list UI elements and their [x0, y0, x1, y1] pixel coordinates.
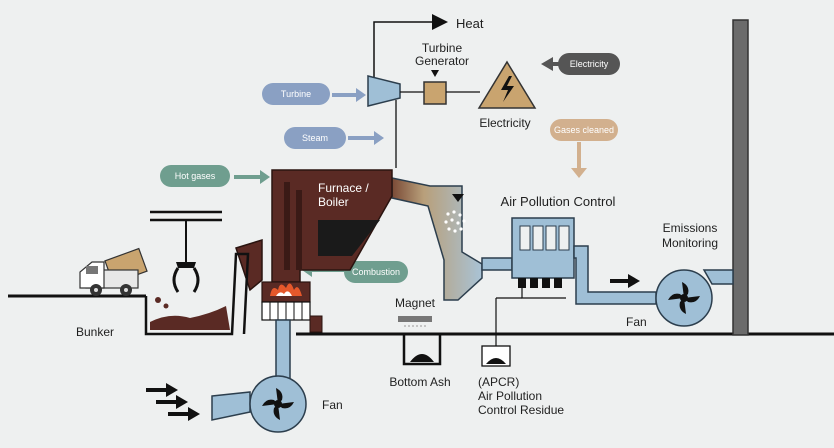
grate-flames	[261, 281, 323, 333]
truck-icon	[79, 247, 148, 296]
lightning-icon	[477, 60, 537, 109]
turbine-generator-label-1: Turbine	[422, 41, 463, 55]
pill-hot-gases: Hot gases	[160, 165, 230, 187]
pill-combustion-text: Combustion	[352, 267, 400, 277]
turbine-icon	[367, 75, 401, 107]
crane-grab-icon	[150, 210, 222, 293]
magnet-icon	[398, 316, 432, 327]
fan-left-label: Fan	[322, 398, 343, 412]
pill-gases-cleaned-text: Gases cleaned	[554, 125, 614, 135]
apcr-label-3: Control Residue	[478, 403, 564, 417]
generator-icon	[423, 81, 447, 105]
apcr-label-2: Air Pollution	[478, 389, 542, 403]
bunker	[144, 252, 250, 336]
pill-turbine-text: Turbine	[281, 89, 311, 99]
pill-combustion: Combustion	[344, 261, 408, 283]
fan-left-icon	[249, 375, 307, 433]
turbine-generator-label-2: Generator	[415, 54, 469, 68]
heat-line	[373, 14, 448, 80]
fan-inlet-duct	[211, 391, 251, 421]
fan-outlet-duct	[702, 269, 734, 285]
furnace-boiler-label-1: Furnace /	[318, 181, 369, 195]
flue-duct	[391, 177, 483, 301]
apcr-container	[481, 345, 511, 367]
bottom-ash-pit	[396, 332, 442, 366]
generator-marker	[431, 70, 439, 77]
apcr-label-1: (APCR)	[478, 375, 519, 389]
furnace-boiler-label-2: Boiler	[318, 195, 349, 209]
chimney-stack	[732, 19, 749, 336]
pill-electricity-text: Electricity	[570, 59, 609, 69]
air-pollution-control-label: Air Pollution Control	[501, 194, 616, 209]
magnet-label: Magnet	[395, 296, 436, 310]
pill-gases-cleaned: Gases cleaned	[550, 119, 618, 141]
bag-filter	[511, 217, 575, 288]
bottom-ash-label: Bottom Ash	[389, 375, 450, 389]
furnace-boiler	[271, 169, 393, 283]
fan-right-label: Fan	[626, 315, 647, 329]
bunker-label: Bunker	[76, 325, 114, 339]
pill-steam: Steam	[284, 127, 346, 149]
stack-duct	[573, 245, 657, 305]
particle-dots	[444, 210, 466, 233]
pill-turbine: Turbine	[262, 83, 330, 105]
feed-hopper	[235, 238, 263, 292]
pill-electricity: Electricity	[558, 53, 620, 75]
emissions-monitoring-label-1: Emissions	[663, 221, 718, 235]
flow-arrow-right	[610, 274, 640, 288]
electricity-label: Electricity	[479, 116, 530, 130]
air-inlet-arrows	[146, 383, 200, 421]
pill-steam-text: Steam	[302, 133, 328, 143]
apcr-line	[521, 288, 566, 299]
fan-right-icon	[655, 269, 713, 327]
emissions-monitoring-label-2: Monitoring	[662, 236, 718, 250]
heat-label: Heat	[456, 16, 484, 31]
filter-inlet-duct	[481, 257, 513, 271]
pill-hot-gases-text: Hot gases	[175, 171, 216, 181]
